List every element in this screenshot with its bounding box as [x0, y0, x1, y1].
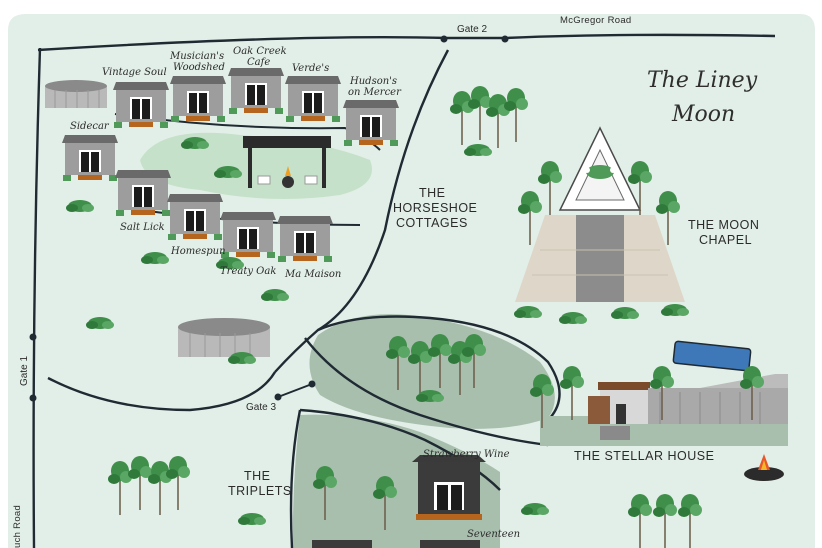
cabin-label-oak-creek-1: Oak Creek: [233, 46, 287, 57]
cabin-label-seventeen: Seventeen: [467, 529, 521, 540]
road-label-side: uch Road: [12, 504, 23, 548]
area-label-triplets-2: TRIPLETS: [228, 484, 292, 498]
area-label-chapel-2: CHAPEL: [699, 233, 753, 247]
cabin-label-oak-creek-2: Cafe: [247, 57, 271, 68]
area-label-triplets-1: THE: [244, 469, 271, 483]
area-label-horseshoe-1: THE: [419, 186, 446, 200]
area-label-stellar-house: THE STELLAR HOUSE: [574, 449, 715, 463]
cabin-label-verdes: Verde's: [292, 63, 330, 74]
cabin-label-vintage-soul: Vintage Soul: [102, 67, 167, 78]
cabin-label-homespun: Homespun: [171, 246, 226, 257]
cabin-label-musicians-1: Musician's: [170, 51, 225, 62]
area-label-horseshoe-2: HORSESHOE: [393, 201, 478, 215]
cabin-label-treaty-oak: Treaty Oak: [220, 266, 277, 277]
logo-line-1: The Liney: [647, 68, 758, 93]
cabin-label-sidecar: Sidecar: [70, 121, 109, 132]
cabin-label-salt-lick: Salt Lick: [120, 222, 165, 233]
logo-line-2: Moon: [672, 102, 736, 127]
road-label-mcgregor: McGregor Road: [560, 15, 632, 26]
gate-1-label: Gate 1: [19, 355, 30, 386]
gate-2-label: Gate 2: [457, 24, 488, 35]
area-label-horseshoe-3: COTTAGES: [396, 216, 468, 230]
cabin-label-hudsons-1: Hudson's: [350, 76, 398, 87]
cabin-label-hudsons-2: on Mercer: [348, 87, 401, 98]
cabin-label-musicians-2: Woodshed: [173, 62, 225, 73]
gate-3-label: Gate 3: [246, 402, 277, 413]
cabin-label-strawberry-wine: Strawberry Wine: [423, 449, 510, 460]
area-label-chapel-1: THE MOON: [688, 218, 760, 232]
cabin-label-ma-maison: Ma Maison: [285, 269, 342, 280]
